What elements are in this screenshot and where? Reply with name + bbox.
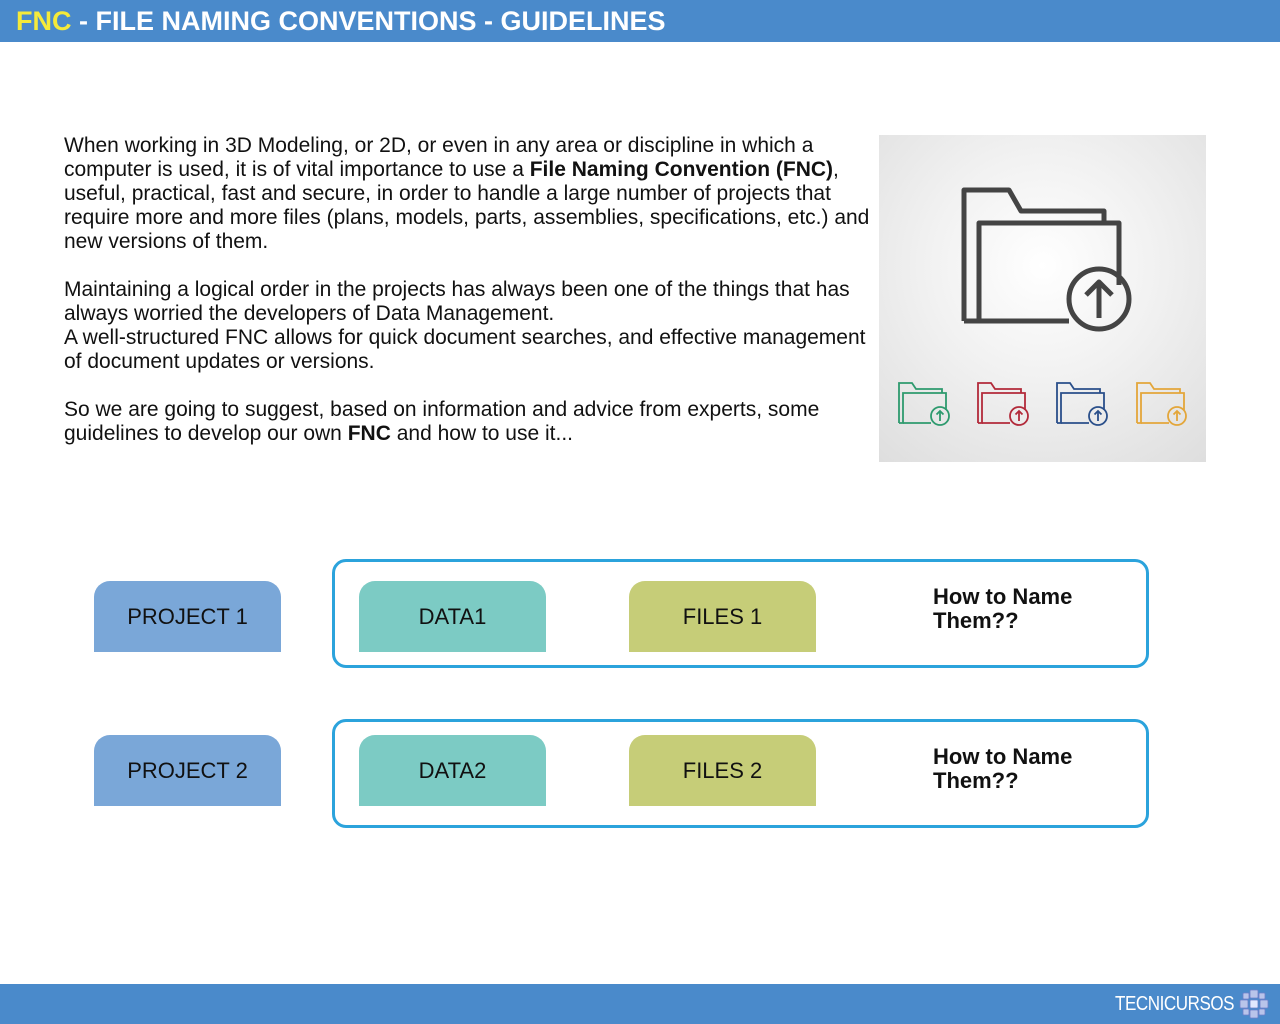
header-accent: FNC	[16, 6, 72, 36]
intro-p2-text: Maintaining a logical order in the proje…	[64, 278, 850, 325]
brand-logo-text: TECNICURSOS	[1114, 993, 1234, 1015]
folder-upload-icon	[898, 187, 1187, 426]
intro-p4-text-2: and how to use it...	[390, 422, 573, 445]
intro-paragraph-3: So we are going to suggest, based on inf…	[64, 398, 874, 446]
intro-p4-text: So we are going to suggest, based on inf…	[64, 398, 820, 445]
files-2-box: FILES 2	[629, 735, 816, 806]
intro-p3-text: A well-structured FNC allows for quick d…	[64, 326, 866, 373]
intro-p1-bold: File Naming Convention (FNC)	[529, 158, 834, 181]
naming-frame-2	[332, 719, 1149, 828]
small-folder-red-icon	[977, 382, 1029, 426]
project-1-box: PROJECT 1	[94, 581, 281, 652]
page-footer: TECNICURSOS	[0, 984, 1280, 1024]
project-2-box: PROJECT 2	[94, 735, 281, 806]
header-title: - FILE NAMING CONVENTIONS - GUIDELINES	[71, 6, 666, 36]
small-folder-orange-icon	[1136, 382, 1187, 426]
small-folder-blue-icon	[1056, 382, 1108, 426]
page-header: FNC - FILE NAMING CONVENTIONS - GUIDELIN…	[0, 0, 1280, 42]
intro-paragraph-2: Maintaining a logical order in the proje…	[64, 278, 874, 374]
naming-frame-1	[332, 559, 1149, 668]
intro-paragraph-1: When working in 3D Modeling, or 2D, or e…	[64, 134, 874, 254]
folder-illustration	[879, 135, 1206, 462]
brand-logo-icon	[1239, 989, 1269, 1019]
how-to-name-2: How to Name Them??	[933, 744, 1073, 793]
data-2-box: DATA2	[359, 735, 546, 806]
intro-p1-text: When working in 3D Modeling, or 2D, or e…	[64, 134, 814, 181]
files-1-box: FILES 1	[629, 581, 816, 652]
how-to-name-1: How to Name Them??	[933, 584, 1073, 633]
intro-p1-text-2: , useful, practical, fast and secure, in…	[64, 158, 870, 253]
data-1-box: DATA1	[359, 581, 546, 652]
intro-p4-bold: FNC	[347, 422, 391, 445]
small-folder-green-icon	[898, 382, 950, 426]
intro-text: When working in 3D Modeling, or 2D, or e…	[64, 134, 874, 470]
